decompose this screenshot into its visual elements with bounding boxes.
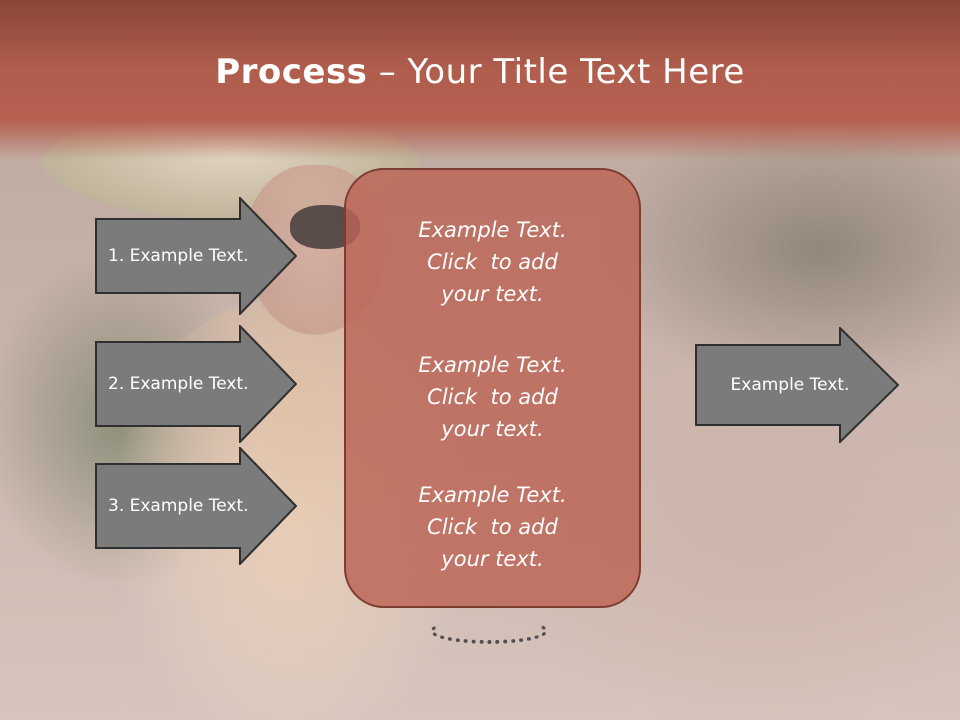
para-line: your text. (441, 547, 544, 571)
arrow-label: 2. Example Text. (108, 374, 249, 394)
bracelet-shape (430, 618, 548, 644)
arrow-label: 3. Example Text. (108, 496, 249, 516)
center-paragraph-3: Example Text. Click to add your text. (346, 479, 639, 575)
title-band (0, 0, 960, 160)
arrow-shape (95, 197, 297, 315)
para-line: Example Text. (418, 483, 567, 507)
para-line: your text. (441, 417, 544, 441)
arrow-shape (95, 447, 297, 565)
center-paragraph-1: Example Text. Click to add your text. (346, 214, 639, 310)
arrow-label: 1. Example Text. (108, 246, 249, 266)
result-arrow[interactable]: Example Text. (695, 327, 899, 443)
center-text-box[interactable]: Example Text. Click to add your text. Ex… (344, 168, 641, 608)
title-rest: – Your Title Text Here (367, 52, 745, 92)
arrow-label: Example Text. (730, 375, 850, 395)
para-line: Click to add (427, 385, 558, 409)
process-arrow-3[interactable]: 3. Example Text. (95, 447, 297, 565)
para-line: your text. (441, 282, 544, 306)
para-line: Example Text. (418, 218, 567, 242)
process-arrow-1[interactable]: 1. Example Text. (95, 197, 297, 315)
arrow-shape (95, 325, 297, 443)
para-line: Click to add (427, 250, 558, 274)
center-paragraph-2: Example Text. Click to add your text. (346, 349, 639, 445)
para-line: Example Text. (418, 353, 567, 377)
arrow-shape (695, 327, 899, 443)
title-bold: Process (215, 52, 368, 92)
para-line: Click to add (427, 515, 558, 539)
process-arrow-2[interactable]: 2. Example Text. (95, 325, 297, 443)
slide-title[interactable]: Process – Your Title Text Here (0, 52, 960, 92)
